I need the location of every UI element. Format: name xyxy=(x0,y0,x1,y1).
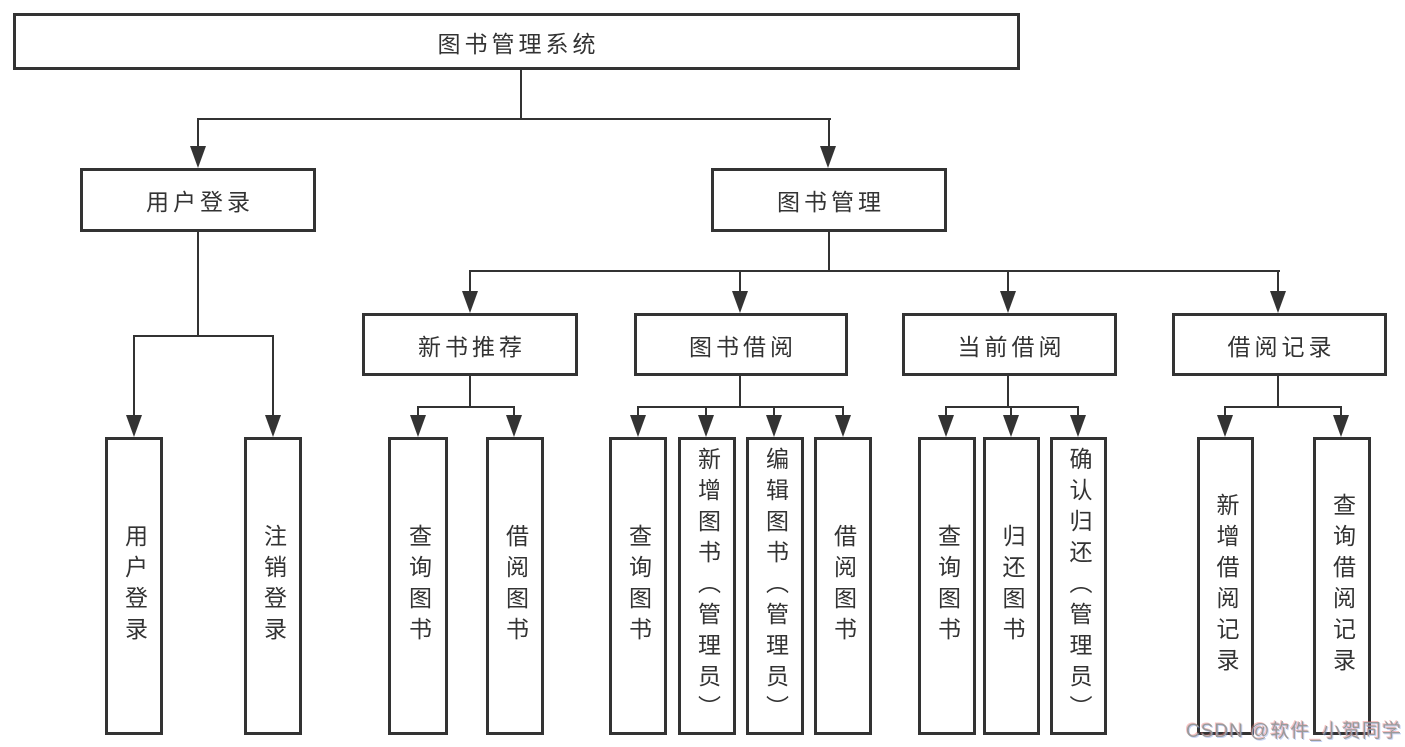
leaf-confirm-return-admin: 确认归还（管理员） xyxy=(1050,437,1107,735)
leaf-user-login: 用户登录 xyxy=(105,437,163,735)
line-root-stem xyxy=(520,69,522,119)
node-user-login: 用户登录 xyxy=(80,168,316,232)
arrowhead-down-icon xyxy=(265,415,281,437)
arrowhead-down-icon xyxy=(1000,291,1016,313)
arrowhead-down-icon xyxy=(630,415,646,437)
arrowhead-down-icon xyxy=(1003,415,1019,437)
line-drop xyxy=(1224,406,1226,418)
arrowhead-down-icon xyxy=(190,146,206,168)
line-drop xyxy=(773,406,775,418)
line-to-new-book xyxy=(469,270,471,296)
arrowhead-down-icon xyxy=(820,146,836,168)
line-drop xyxy=(637,406,639,418)
line-to-book-borrow xyxy=(739,270,741,296)
line-drop xyxy=(945,406,947,418)
leaf-add-book-admin-label: 新增图书（管理员） xyxy=(694,446,721,726)
leaf-query-books-borrow: 查询图书 xyxy=(609,437,667,735)
arrowhead-down-icon xyxy=(126,415,142,437)
line-new-book-split xyxy=(417,406,515,408)
node-current-borrow-label: 当前借阅 xyxy=(957,333,1066,360)
arrowhead-down-icon xyxy=(732,291,748,313)
leaf-edit-book-admin-label: 编辑图书（管理员） xyxy=(762,446,789,726)
leaf-return-book-label: 归还图书 xyxy=(999,524,1025,648)
node-new-book-recommend-label: 新书推荐 xyxy=(418,333,526,360)
leaf-add-borrow-record: 新增借阅记录 xyxy=(1197,437,1254,735)
line-to-user-login xyxy=(197,118,199,148)
line-book-management-stem xyxy=(828,232,830,272)
leaf-query-borrow-record: 查询借阅记录 xyxy=(1313,437,1371,735)
node-borrow-records: 借阅记录 xyxy=(1172,313,1387,376)
line-current-borrow-stem xyxy=(1007,376,1009,407)
line-borrow-records-split xyxy=(1224,406,1342,408)
line-drop xyxy=(1340,406,1342,418)
line-to-leaf-logout xyxy=(272,335,274,417)
arrowhead-down-icon xyxy=(766,415,782,437)
line-root-split xyxy=(197,118,831,120)
leaf-query-books-current: 查询图书 xyxy=(918,437,976,735)
leaf-query-books-label: 查询图书 xyxy=(405,524,432,648)
arrowhead-down-icon xyxy=(1333,415,1349,437)
leaf-logout-label: 注销登录 xyxy=(260,524,287,648)
leaf-borrow-books-label: 借阅图书 xyxy=(830,524,857,648)
line-user-login-split xyxy=(133,335,274,337)
line-drop xyxy=(1010,406,1012,418)
leaf-edit-book-admin: 编辑图书（管理员） xyxy=(746,437,804,735)
node-book-borrow-label: 图书借阅 xyxy=(689,333,797,360)
node-new-book-recommend: 新书推荐 xyxy=(362,313,578,376)
line-user-login-stem xyxy=(197,232,199,336)
node-current-borrow: 当前借阅 xyxy=(902,313,1117,376)
leaf-logout: 注销登录 xyxy=(244,437,302,735)
line-to-book-management xyxy=(828,118,830,148)
line-borrow-records-stem xyxy=(1277,376,1279,407)
leaf-query-borrow-record-label: 查询借阅记录 xyxy=(1329,493,1356,679)
arrowhead-down-icon xyxy=(698,415,714,437)
node-borrow-records-label: 借阅记录 xyxy=(1227,333,1336,360)
line-drop xyxy=(1077,406,1079,418)
node-root-label: 图书管理系统 xyxy=(437,30,600,57)
leaf-query-books-newbook: 查询图书 xyxy=(388,437,448,735)
arrowhead-down-icon xyxy=(462,291,478,313)
line-drop xyxy=(842,406,844,418)
line-book-borrow-split xyxy=(637,406,844,408)
node-book-management-label: 图书管理 xyxy=(777,189,885,215)
line-drop xyxy=(513,406,515,418)
csdn-watermark: CSDN @软件_小贺同学 xyxy=(1186,721,1402,742)
line-book-management-split xyxy=(469,270,1280,272)
leaf-borrow-books: 借阅图书 xyxy=(814,437,872,735)
node-book-management: 图书管理 xyxy=(711,168,947,232)
leaf-add-borrow-record-label: 新增借阅记录 xyxy=(1213,493,1239,679)
arrowhead-down-icon xyxy=(1070,415,1086,437)
line-to-borrow-records xyxy=(1277,270,1279,296)
leaf-query-books-label: 查询图书 xyxy=(934,524,961,648)
leaf-borrow-books-label: 借阅图书 xyxy=(502,524,529,648)
line-to-leaf-user-login xyxy=(133,335,135,417)
leaf-query-books-label: 查询图书 xyxy=(625,524,652,648)
arrowhead-down-icon xyxy=(410,415,426,437)
line-drop xyxy=(705,406,707,418)
leaf-user-login-label: 用户登录 xyxy=(121,524,148,648)
leaf-add-book-admin: 新增图书（管理员） xyxy=(678,437,736,735)
line-new-book-stem xyxy=(469,376,471,407)
leaf-borrow-books-newbook: 借阅图书 xyxy=(486,437,544,735)
node-user-login-label: 用户登录 xyxy=(146,189,254,215)
leaf-return-book: 归还图书 xyxy=(983,437,1040,735)
arrowhead-down-icon xyxy=(835,415,851,437)
arrowhead-down-icon xyxy=(1270,291,1286,313)
node-root: 图书管理系统 xyxy=(13,13,1020,70)
leaf-confirm-return-admin-label: 确认归还（管理员） xyxy=(1066,446,1092,726)
arrowhead-down-icon xyxy=(938,415,954,437)
line-drop xyxy=(417,406,419,418)
line-to-current-borrow xyxy=(1007,270,1009,296)
arrowhead-down-icon xyxy=(1217,415,1233,437)
node-book-borrow: 图书借阅 xyxy=(634,313,848,376)
line-book-borrow-stem xyxy=(739,376,741,407)
arrowhead-down-icon xyxy=(506,415,522,437)
line-current-borrow-split xyxy=(945,406,1079,408)
